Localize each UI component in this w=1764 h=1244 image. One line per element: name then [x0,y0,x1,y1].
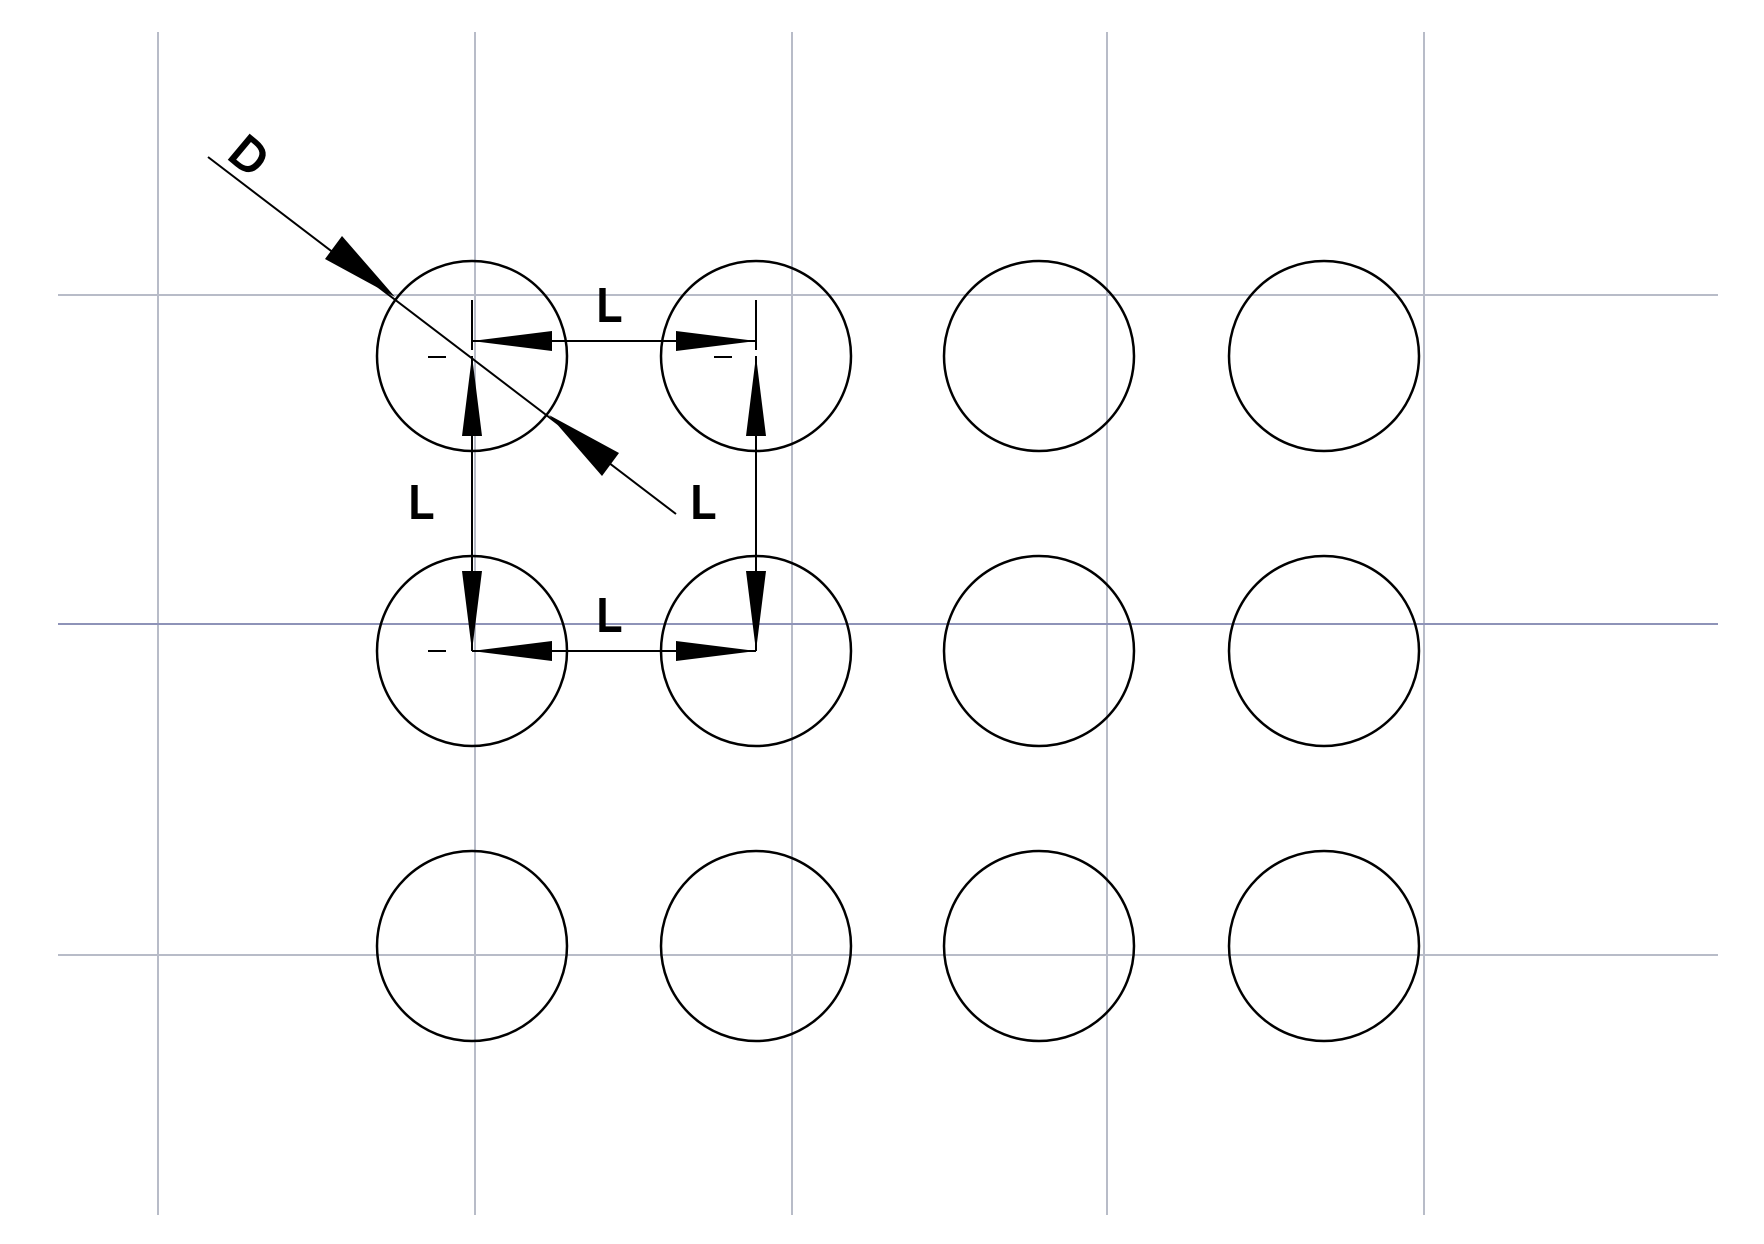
arrowhead [462,571,482,651]
diameter-arrow-top [325,236,395,297]
hole-circle [1227,259,1421,453]
hole-circle [375,849,569,1043]
spacing-dimension-middle: L [472,590,756,661]
grid-lines [58,32,1718,1215]
diameter-arrow-bottom [549,415,619,476]
hole-circle [942,259,1136,453]
center-ticks [428,356,732,652]
spacing-dimension-left: L [407,356,482,651]
arrowhead [472,331,552,351]
arrowhead [746,356,766,436]
spacing-label-top: L [596,281,621,332]
spacing-label-right: L [690,478,715,529]
arrowhead [676,331,756,351]
hole-circle [1227,554,1421,748]
spacing-dimension-right: L [689,356,766,651]
arrowhead [746,571,766,651]
hole-circle [1227,849,1421,1043]
diameter-label: D [219,126,278,187]
spacing-dimension-top: L [471,280,757,351]
hole-circle [942,849,1136,1043]
hole-circle [659,849,853,1043]
arrowhead [462,356,482,436]
hole-circle [942,554,1136,748]
spacing-label-left: L [408,478,433,529]
spacing-label-middle: L [596,591,621,642]
arrowhead [676,641,756,661]
arrowhead [472,641,552,661]
